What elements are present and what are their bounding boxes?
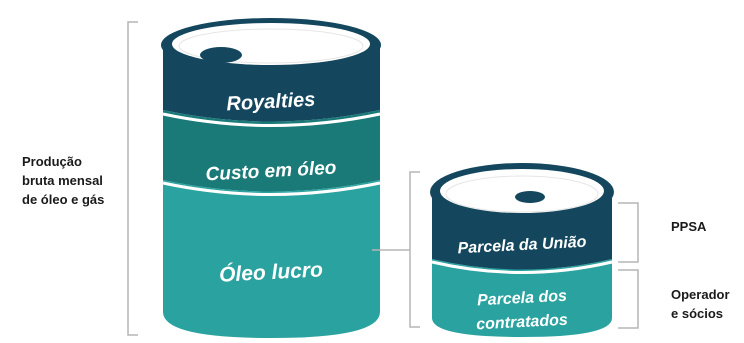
production-label-line-2: bruta mensal xyxy=(22,173,103,188)
parcela-dos-label: Parcela dos xyxy=(477,288,568,310)
contratados-label: contratados xyxy=(476,312,568,334)
production-label: Produção bruta mensal de óleo e gás xyxy=(22,152,104,209)
big-barrel-bung-icon xyxy=(200,47,242,63)
connector-bracket xyxy=(372,171,420,328)
small-barrel-bung-icon xyxy=(515,191,545,203)
ppsa-label-text: PPSA xyxy=(671,219,707,234)
production-label-line-3: de óleo e gás xyxy=(22,192,105,207)
ppsa-bracket xyxy=(618,202,639,263)
big-barrel-middle-segment xyxy=(163,125,380,192)
royalties-label: Royalties xyxy=(226,89,316,116)
operator-label: Operador e sócios xyxy=(671,285,730,323)
small-barrel: Parcela da União Parcela dos contratados xyxy=(430,163,614,337)
parcela-da-uniao-label: Parcela da União xyxy=(457,234,587,258)
small-barrel-bottom-segment xyxy=(432,268,612,337)
operator-bracket xyxy=(618,269,639,329)
production-label-line-1: Produção xyxy=(22,154,82,169)
big-barrel-bottom-segment xyxy=(163,200,380,338)
operator-label-line-1: Operador xyxy=(671,287,730,302)
big-barrel: Royalties Custo em óleo Óleo lucro xyxy=(161,18,381,338)
ppsa-label: PPSA xyxy=(671,217,706,236)
operator-label-line-2: e sócios xyxy=(671,306,724,321)
oleo-lucro-label: Óleo lucro xyxy=(218,257,323,286)
left-bracket xyxy=(127,21,138,336)
